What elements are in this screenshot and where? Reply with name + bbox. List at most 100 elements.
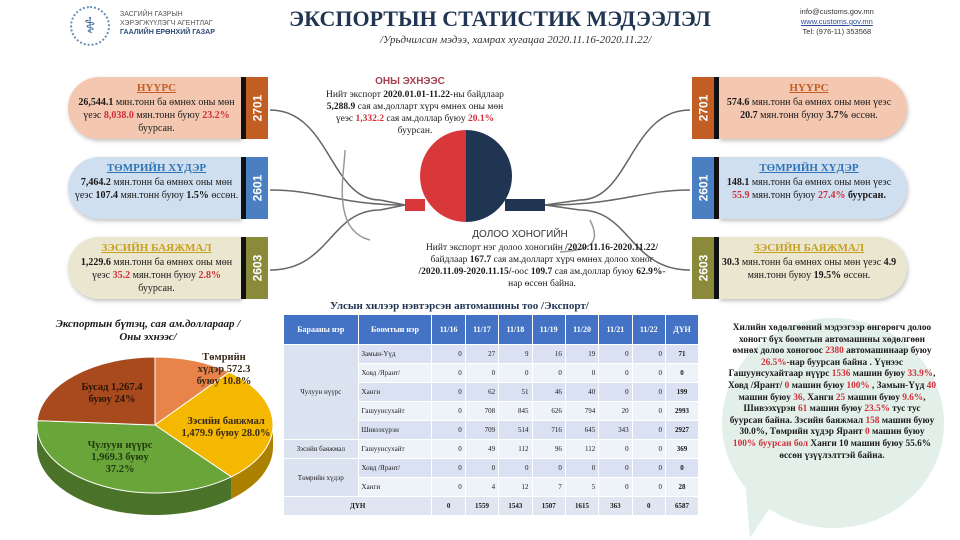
text-segment: 1.5%: [186, 190, 209, 201]
text-segment: мян.тонн ба өмнөх оны мөн үеэс: [749, 97, 892, 108]
text-segment: -нар буурсан байна . Үүнээс Гашуунсухайт…: [728, 357, 904, 380]
text-segment: , Шивээхүрэн: [743, 392, 926, 415]
pie-label-coal: Чулуун нүүрс 1,969.3 буюу 37.2%: [87, 440, 153, 475]
text-segment: , Замын-Үүд: [869, 380, 927, 391]
total-cell: 1543: [498, 496, 533, 516]
text-segment: сая ам.долларт хүрч өмнөх долоо хоног: [491, 255, 654, 265]
customs-logo: ⚕: [70, 6, 110, 46]
text-segment: 36,: [793, 392, 805, 403]
port-name-cell: Шивээхүрэн: [357, 420, 433, 440]
column-header: 11/16: [431, 314, 466, 345]
count-cell: 0: [631, 363, 666, 383]
count-cell: 0: [431, 439, 466, 459]
count-cell: 0: [564, 458, 600, 478]
text-segment: 3.7%: [826, 110, 849, 121]
count-cell: 0: [431, 458, 466, 478]
count-cell: 27: [464, 344, 500, 364]
column-header: 11/22: [631, 314, 666, 345]
text-segment: 26.5%: [760, 357, 787, 368]
count-cell: 0: [631, 382, 666, 402]
text-segment: 9.6%: [902, 392, 924, 403]
text-segment: 19.5%: [813, 270, 842, 281]
text-segment: машин буюу: [869, 427, 925, 438]
count-cell: 0: [631, 420, 666, 440]
website-link[interactable]: www.customs.gov.mn: [800, 17, 873, 26]
phone-number: Tel: (976-11) 353568: [802, 27, 872, 36]
text-segment: өссөн.: [848, 110, 878, 121]
total-cell: 0: [431, 496, 466, 516]
text-segment: сая ам.доллар буюу: [384, 114, 468, 124]
total-cell: 1507: [531, 496, 566, 516]
text-segment: 1536: [831, 369, 851, 380]
text-segment: Ханги 10 машин буюу 55.6% өссөн үзүүлэлт…: [779, 438, 932, 461]
text-segment: мян.тонн буюу: [747, 270, 814, 281]
count-cell: 49: [464, 439, 500, 459]
text-segment: 20.1%: [468, 114, 495, 124]
row-total-cell: 2927: [664, 420, 700, 440]
summary-text: Хилийн хөдөлгөөний мэдээгээр өнгөрөгч до…: [727, 323, 937, 462]
count-cell: 112: [498, 439, 533, 459]
count-cell: 0: [598, 363, 633, 383]
port-name-cell: Ховд /Ярант/: [357, 363, 433, 383]
total-cell: 1615: [564, 496, 600, 516]
hs-code-badge: 2603: [692, 237, 714, 299]
count-cell: 0: [498, 363, 533, 383]
pie-slice-side: [231, 425, 273, 499]
count-cell: 0: [631, 439, 666, 459]
count-cell: 0: [531, 363, 566, 383]
port-name-cell: Гашуунсухайт: [357, 439, 433, 459]
card-title: НҮҮРС: [789, 82, 829, 94]
count-cell: 0: [431, 344, 466, 364]
text-segment: буурсан.: [397, 126, 433, 136]
column-header: 11/17: [464, 314, 500, 345]
card-title: ЗЭСИЙН БАЯЖМАЛ: [101, 242, 212, 254]
export-structure-pie-chart: [36, 356, 274, 515]
text-segment: -нар өссөн байна.: [508, 267, 666, 289]
grand-total-cell: 6587: [664, 496, 700, 516]
text-segment: мян.тонн буюу: [118, 190, 187, 201]
text-segment: 26,544.1: [78, 97, 114, 108]
card-title: НҮҮРС: [136, 82, 177, 94]
count-cell: 0: [431, 477, 466, 497]
column-header: 11/18: [498, 314, 533, 345]
pie-label-iron: Төмрийн хүдэр 572.3 буюу 10.8%: [196, 352, 252, 387]
row-total-cell: 199: [664, 382, 700, 402]
bubble-tail: [745, 480, 775, 538]
hs-code-badge: 2603: [246, 237, 268, 299]
text-segment: мян.тонн буюу: [133, 110, 203, 121]
count-cell: 0: [464, 363, 500, 383]
text-segment: 62.9%: [636, 267, 663, 277]
card-divider: [714, 237, 719, 299]
email-link[interactable]: info@customs.gov.mn: [800, 7, 874, 16]
org-line: ХЭРЭГЖҮҮЛЭГЧ АГЕНТЛАГ: [120, 20, 213, 27]
text-segment: Нийт экспорт: [326, 90, 384, 100]
ytd-heading: ОНЫ ЭХНЭЭС: [375, 76, 445, 87]
row-total-cell: 28: [664, 477, 700, 497]
text-segment: буурсан.: [845, 190, 886, 201]
count-cell: 716: [531, 420, 566, 440]
text-segment: 148.1: [726, 177, 750, 188]
count-cell: 12: [498, 477, 533, 497]
count-cell: 343: [598, 420, 633, 440]
count-cell: 0: [598, 477, 633, 497]
count-cell: 0: [598, 344, 633, 364]
count-cell: 0: [498, 458, 533, 478]
text-segment: автомашинаар буюу: [843, 346, 932, 357]
port-name-cell: Ховд /Ярант/: [357, 458, 433, 478]
text-segment: сая ам.доллар буюу: [552, 267, 637, 277]
card-copper-ytd: ЗЭСИЙН БАЯЖМАЛ 1,229.6 мян.тонн ба өмнөх…: [68, 237, 241, 299]
count-cell: 645: [564, 420, 600, 440]
count-cell: 4: [464, 477, 500, 497]
text-segment: 1,332.2: [355, 114, 385, 124]
count-cell: 0: [631, 344, 666, 364]
text-segment: 30.3: [721, 257, 740, 268]
text-segment: 100% буурсан бол: [732, 438, 809, 449]
text-segment: мян.тонн ба өмнөх оны мөн үеэс: [739, 257, 884, 268]
card-text: 26,544.1 мян.тонн ба өмнөх оны мөн үеэс …: [74, 96, 239, 135]
text-segment: 5,288.9: [326, 102, 356, 112]
text-segment: мян.тонн ба өмнөх оны мөн үеэс: [74, 177, 233, 201]
